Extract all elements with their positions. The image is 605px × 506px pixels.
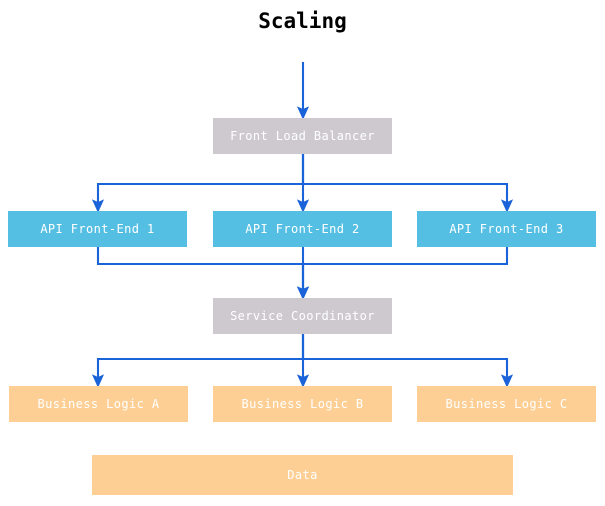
node-api-front-end-3[interactable]: API Front-End 3 [417, 211, 596, 247]
edge-api-3-to-service-coordinator [296, 247, 509, 300]
node-api-front-end-1[interactable]: API Front-End 1 [8, 211, 187, 247]
node-service-coordinator[interactable]: Service Coordinator [213, 298, 392, 334]
edge-service-coordinator-to-business-logic-c [301, 334, 514, 388]
edge-api-1-to-service-coordinator [96, 247, 310, 300]
node-business-logic-a[interactable]: Business Logic A [9, 386, 188, 422]
node-business-logic-b[interactable]: Business Logic B [213, 386, 392, 422]
edge-front-load-balancer-to-api-1 [91, 154, 305, 213]
node-business-logic-c[interactable]: Business Logic C [417, 386, 596, 422]
node-api-front-end-2[interactable]: API Front-End 2 [213, 211, 392, 247]
edge-front-load-balancer-to-api-3 [301, 154, 514, 213]
node-front-load-balancer[interactable]: Front Load Balancer [213, 118, 392, 154]
node-data[interactable]: Data [92, 455, 513, 495]
page-title: Scaling [258, 9, 347, 33]
edge-service-coordinator-to-business-logic-a [91, 334, 305, 388]
